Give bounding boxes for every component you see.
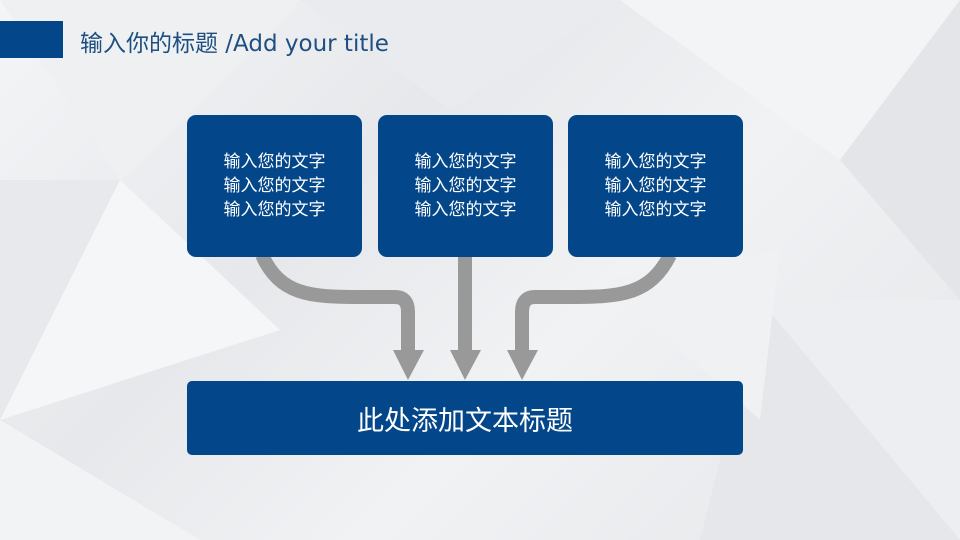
card-text-line: 输入您的文字 xyxy=(414,200,517,220)
left-arrowhead-icon xyxy=(393,350,424,380)
card-text-line: 输入您的文字 xyxy=(604,200,707,220)
right-arrowhead-icon xyxy=(507,350,538,380)
left-arrow-shaft xyxy=(255,251,415,350)
card-text-line: 输入您的文字 xyxy=(414,176,517,196)
card-text-line: 输入您的文字 xyxy=(414,152,517,172)
title-accent-bar xyxy=(0,21,63,58)
card-text-line: 输入您的文字 xyxy=(604,176,707,196)
summary-title-box[interactable]: 此处添加文本标题 xyxy=(187,381,743,455)
center-arrowhead-icon xyxy=(450,350,481,380)
card-text-line: 输入您的文字 xyxy=(604,152,707,172)
text-card-3[interactable]: 输入您的文字 输入您的文字 输入您的文字 xyxy=(568,115,743,257)
page-title: 输入你的标题 /Add your title xyxy=(80,31,389,57)
card-text-line: 输入您的文字 xyxy=(223,152,326,172)
right-arrow-shaft xyxy=(515,251,677,350)
text-card-1[interactable]: 输入您的文字 输入您的文字 输入您的文字 xyxy=(187,115,362,257)
summary-title-text: 此处添加文本标题 xyxy=(357,405,573,437)
card-text-line: 输入您的文字 xyxy=(223,200,326,220)
text-card-2[interactable]: 输入您的文字 输入您的文字 输入您的文字 xyxy=(378,115,553,257)
card-text-line: 输入您的文字 xyxy=(223,176,326,196)
